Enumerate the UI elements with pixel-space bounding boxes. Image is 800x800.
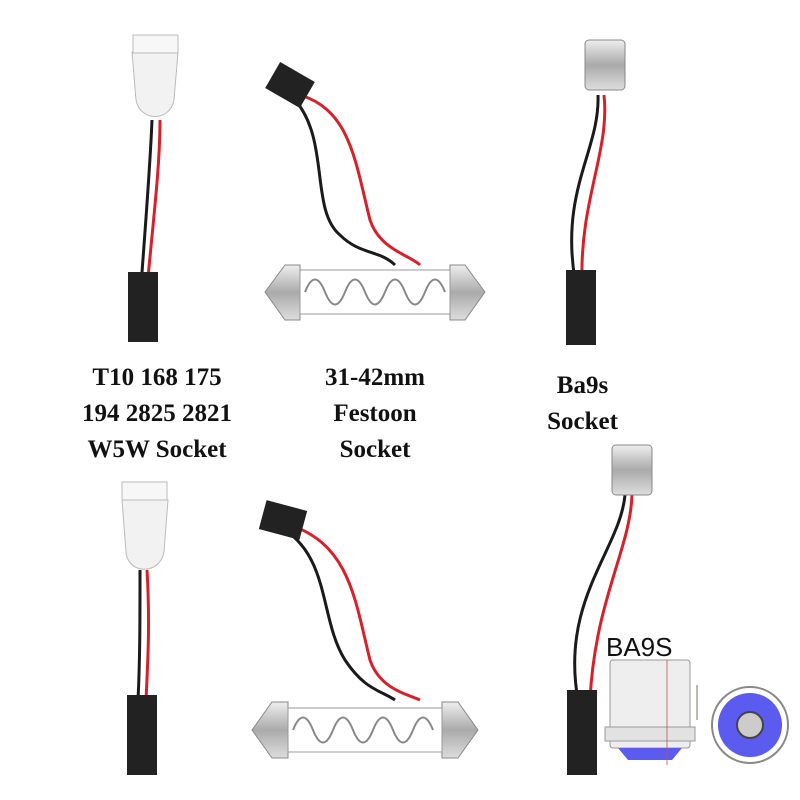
festoon-socket-bottom — [251, 500, 479, 759]
label-line: T10 168 175 — [92, 364, 222, 391]
t10-socket-label: T10 168 175 194 2825 2821 W5W Socket — [52, 360, 262, 468]
label-line: 31-42mm — [325, 364, 425, 391]
ba9s-socket-bottom — [567, 444, 653, 775]
label-line: W5W Socket — [87, 436, 227, 463]
label-line: Ba9s — [556, 372, 609, 399]
label-line: Socket — [339, 436, 411, 463]
label-line: 194 2825 2821 — [82, 400, 232, 427]
ba9s-diagram-title: BA9S — [606, 632, 673, 662]
label-line: Festoon — [333, 400, 417, 427]
festoon-socket-top — [264, 62, 486, 321]
ba9s-dimension-diagram — [604, 659, 789, 765]
t10-socket-bottom — [121, 481, 169, 775]
label-line: Socket — [547, 408, 618, 435]
ba9s-socket-label: Ba9s Socket — [515, 368, 650, 440]
festoon-socket-label: 31-42mm Festoon Socket — [300, 360, 450, 468]
t10-socket-top — [128, 34, 179, 342]
ba9s-socket-top — [566, 39, 626, 345]
